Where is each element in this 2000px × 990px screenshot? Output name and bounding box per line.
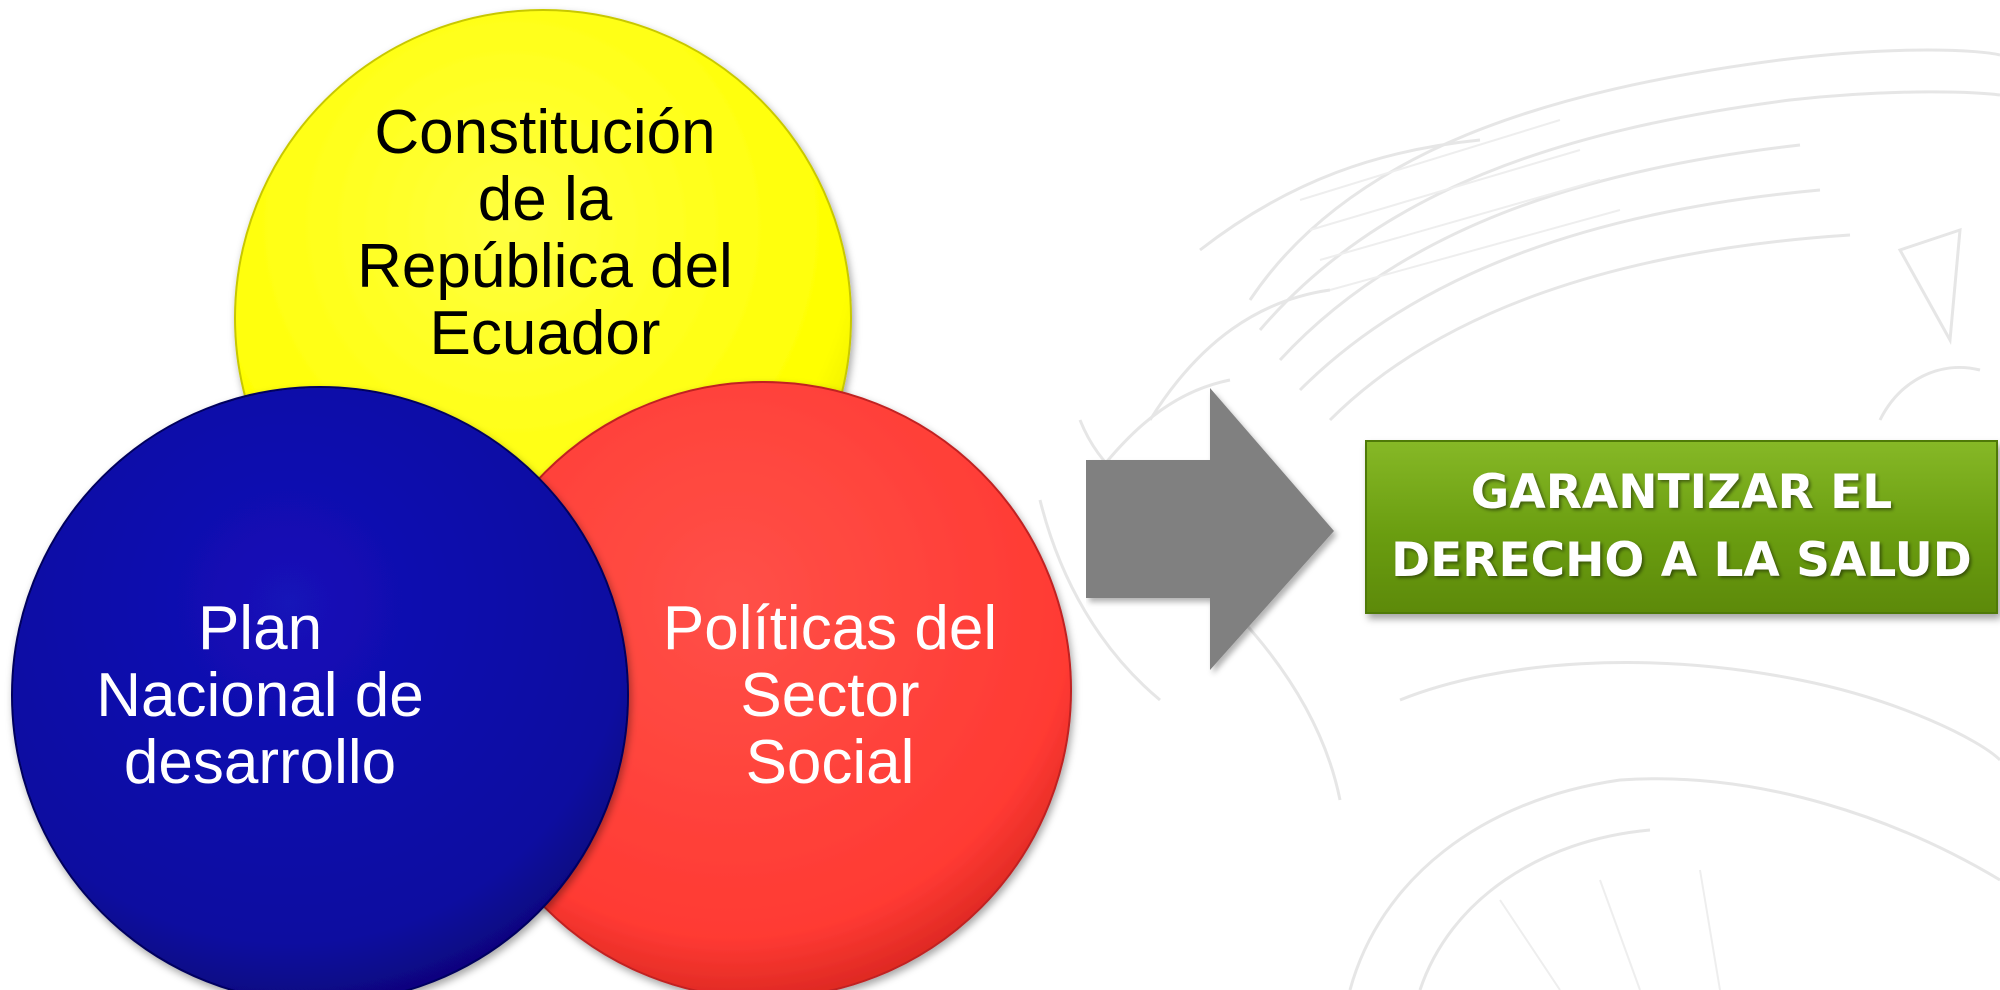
politicas-label: Políticas del Sector Social: [662, 594, 998, 797]
right-arrow-icon: [1086, 388, 1334, 670]
goal-box: GARANTIZAR EL DERECHO A LA SALUD: [1365, 440, 1998, 614]
constitucion-label: Constitución de la República del Ecuador: [357, 98, 733, 368]
venn-diagram: [11, 9, 1072, 990]
circle-plan: [11, 386, 629, 990]
plan-label: Plan Nacional de desarrollo: [96, 594, 424, 797]
goal-label: GARANTIZAR EL DERECHO A LA SALUD: [1391, 464, 1972, 588]
